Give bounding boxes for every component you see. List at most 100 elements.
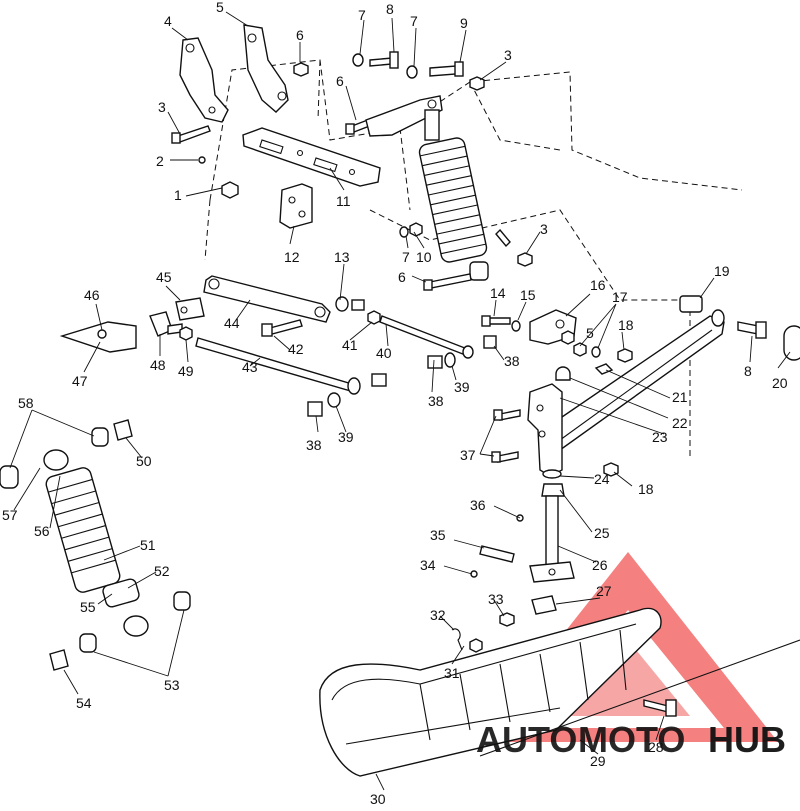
sleeve-54 [49, 649, 69, 671]
callout-7-lower: 7 [402, 249, 410, 265]
nut-33 [499, 612, 515, 627]
callout-57: 57 [2, 507, 18, 523]
bolt-9 [429, 61, 464, 77]
cotter-pin-32 [451, 628, 463, 651]
callout-8-top: 8 [386, 1, 394, 17]
callout-21: 21 [672, 389, 688, 405]
washer-7-lower [399, 226, 409, 238]
callout-12: 12 [284, 249, 300, 265]
nut-6-top [293, 62, 309, 77]
bolt-shock-side [495, 228, 511, 248]
watermark-word-auto: AUTO [476, 719, 577, 760]
washer-17 [591, 346, 601, 358]
callout-44: 44 [224, 315, 240, 331]
callout-3-top: 3 [504, 47, 512, 63]
callout-18-top: 18 [618, 317, 634, 333]
nut-18-top [617, 348, 633, 363]
callout-38-low: 38 [306, 437, 322, 453]
callout-33: 33 [488, 591, 504, 607]
main-shock-absorber [418, 109, 489, 281]
upper-bracket-4 [179, 37, 229, 123]
callout-16: 16 [590, 277, 606, 293]
leader-lines [9, 11, 791, 791]
callout-47: 47 [72, 373, 88, 389]
rod-40 [379, 315, 474, 359]
nut-49 [179, 326, 193, 341]
washer-24 [542, 469, 562, 479]
callout-25: 25 [594, 525, 610, 541]
callout-8-right: 8 [744, 363, 752, 379]
callout-2: 2 [156, 153, 164, 169]
pin-2 [198, 156, 206, 164]
bolt-28 [643, 699, 677, 717]
bolt-8-right [737, 321, 767, 339]
bushing-58-right [91, 427, 109, 447]
callout-37: 37 [460, 447, 476, 463]
ski-30 [319, 607, 800, 777]
bushing-25 [541, 483, 565, 497]
callout-5-top: 5 [216, 0, 224, 15]
pin-35 [479, 545, 515, 563]
callout-46: 46 [84, 287, 100, 303]
nut-5-a [561, 330, 575, 345]
callout-51: 51 [140, 537, 156, 553]
callout-54: 54 [76, 695, 92, 711]
callout-34: 34 [420, 557, 436, 573]
callout-31: 31 [444, 665, 460, 681]
callout-14: 14 [490, 285, 506, 301]
bolt-8-top [369, 51, 399, 69]
bolt-37-a [493, 409, 521, 421]
spindle-26 [529, 495, 575, 583]
callout-56: 56 [34, 523, 50, 539]
callout-3-shock: 3 [540, 221, 548, 237]
callout-39-mid: 39 [454, 379, 470, 395]
callout-11: 11 [336, 193, 351, 209]
callout-7-left: 7 [358, 7, 366, 23]
washer-39-b [327, 392, 341, 408]
callout-53: 53 [164, 677, 180, 693]
nut-1 [221, 181, 239, 199]
bushing-19 [679, 295, 703, 313]
callout-7-right: 7 [410, 13, 418, 29]
callout-40: 40 [376, 345, 392, 361]
callout-26: 26 [592, 557, 608, 573]
callout-5-mid: 5 [586, 325, 594, 341]
callout-24: 24 [594, 471, 610, 487]
stop-27 [531, 595, 557, 615]
washer-39-a [444, 352, 456, 368]
callout-28: 28 [648, 739, 664, 755]
block-12 [279, 183, 313, 229]
bushing-53-left [79, 633, 97, 653]
watermark-word-moto: MOTO [578, 719, 685, 760]
callout-20: 20 [772, 375, 788, 391]
cap-20 [783, 325, 800, 361]
callout-4: 4 [164, 13, 172, 29]
bushing-38-b [371, 373, 387, 387]
shock-upper-bracket [365, 95, 443, 137]
bolt-3-left [171, 125, 211, 144]
callout-19: 19 [714, 263, 730, 279]
callout-55: 55 [80, 599, 96, 615]
upper-bracket-5 [243, 24, 289, 113]
callout-48: 48 [150, 357, 166, 373]
callout-32: 32 [430, 607, 446, 623]
nut-3-top [469, 76, 485, 91]
washer-7-left [352, 53, 364, 67]
callout-15: 15 [520, 287, 536, 303]
left-shock-absorber [43, 449, 149, 637]
bushing-38-d [307, 401, 323, 417]
callout-50: 50 [136, 453, 152, 469]
bushing-13 [351, 299, 365, 311]
callout-labels: 4 5 6 7 8 7 9 3 6 3 2 1 11 12 13 7 10 6 … [2, 0, 788, 807]
callout-30: 30 [370, 791, 386, 806]
washer-13 [335, 296, 349, 312]
callout-35: 35 [430, 527, 446, 543]
callout-23: 23 [652, 429, 668, 445]
bushing-38-c [427, 355, 443, 369]
callout-6-lower: 6 [398, 269, 406, 285]
bolt-14 [481, 315, 511, 327]
nut-41 [367, 310, 381, 325]
tie-rod-43 [195, 337, 361, 395]
callout-41: 41 [342, 337, 358, 353]
